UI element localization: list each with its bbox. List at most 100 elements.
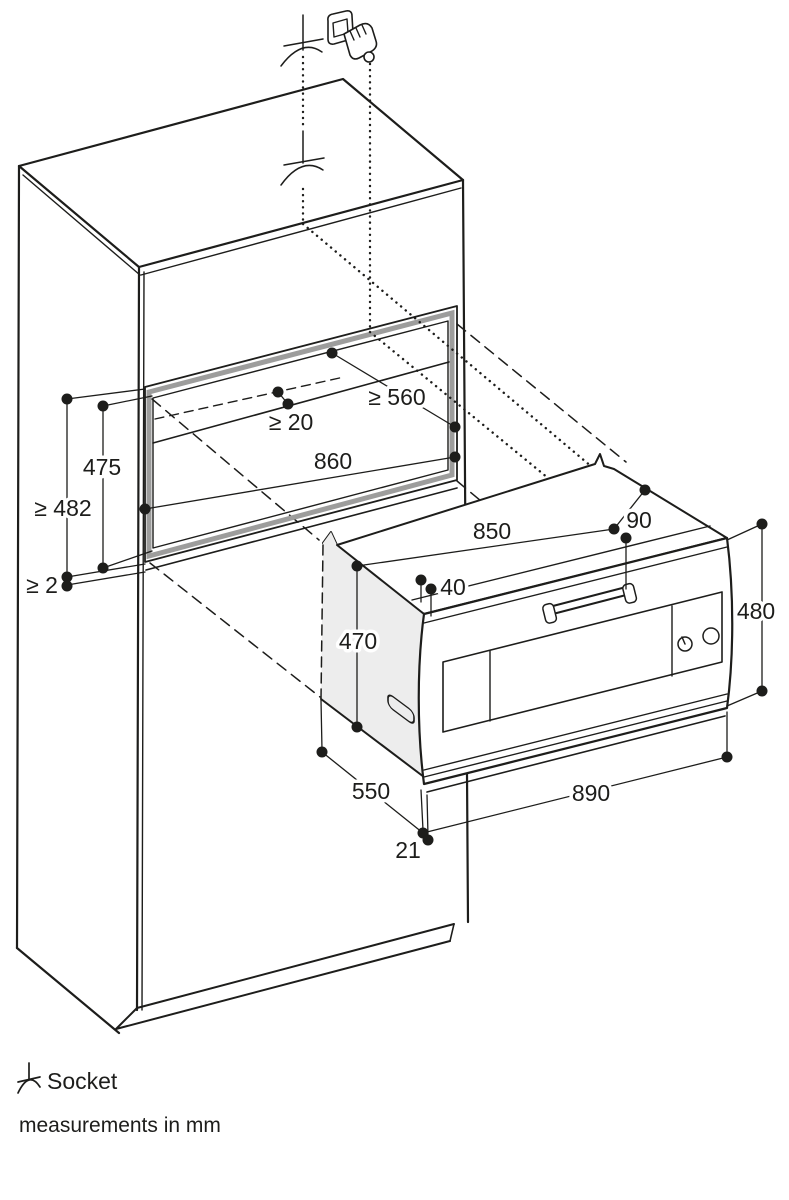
dim-line-550	[321, 751, 424, 834]
plinth-top-edge	[136, 923, 455, 1009]
dimension-dot	[449, 421, 461, 433]
dimension-dots	[61, 347, 768, 846]
plug-hatch	[349, 24, 367, 41]
dim-line-560	[331, 352, 456, 428]
dim-label-body-height: 470	[339, 628, 377, 654]
guide-top-right-dashed	[456, 323, 627, 463]
dimension-dot	[620, 532, 632, 544]
niche-back-wall-edge	[152, 361, 450, 444]
dimension-dot	[756, 518, 768, 530]
socket-symbol-icon	[280, 14, 324, 67]
tall-cabinet	[15, 77, 470, 1035]
niche-frame-highlight	[146, 309, 455, 560]
dimension-dot	[425, 583, 437, 595]
dimension-dot	[639, 484, 651, 496]
dimension-dot	[97, 400, 109, 412]
socket2-arc	[280, 164, 324, 186]
ext-850-right	[613, 489, 646, 530]
dimension-dot	[61, 571, 73, 583]
dim-label-body-width: 850	[473, 518, 511, 544]
cable-dotted-diag2	[368, 330, 550, 480]
dimension-dot	[316, 746, 328, 758]
dimension-dot	[61, 393, 73, 405]
cabinet-top-edge-band-front	[140, 187, 462, 276]
dimension-dot	[415, 574, 427, 586]
cabinet-top-edge-band-left	[22, 174, 141, 276]
dim-label-handle-offset: 90	[626, 507, 652, 533]
dim-line-890	[422, 756, 728, 834]
control-knob-pointer	[681, 636, 686, 645]
ext-480-bottom	[726, 690, 763, 707]
cabinet-front-left-edge	[135, 265, 141, 1012]
dimension-dot	[272, 386, 284, 398]
dim-label-door-width: 890	[572, 780, 610, 806]
dim-label-min-niche-height: ≥ 482	[34, 495, 91, 521]
niche	[144, 305, 458, 571]
socket2-bar	[283, 157, 325, 166]
dim-label-body-depth: 550	[352, 778, 390, 804]
oven-door-bottom-trim1	[423, 693, 728, 771]
plug-tip	[363, 51, 375, 63]
dimension-dot	[351, 721, 363, 733]
plinth-bottom-edge	[115, 940, 451, 1030]
dimension-dot	[608, 523, 620, 535]
dimension-dot	[139, 503, 151, 515]
ext-480-top	[726, 523, 763, 541]
dim-label-niche-width: 860	[314, 448, 352, 474]
dim-label-top-gap: 40	[440, 574, 466, 600]
ext-550-rear	[320, 699, 323, 751]
dimension-dot	[449, 451, 461, 463]
niche-inner-edge	[152, 320, 449, 549]
dimension-dot	[97, 562, 109, 574]
ext-2-bottom	[66, 571, 146, 586]
cable-path-dotted	[301, 55, 594, 480]
dim-label-niche-height: 475	[83, 454, 121, 480]
ext-21-a	[420, 789, 424, 831]
legend-socket-label: Socket	[47, 1068, 118, 1094]
handle-cap-left	[542, 602, 558, 624]
cabinet-side-bottom-edge	[15, 946, 121, 1035]
oven-rear-hidden-edge	[320, 544, 324, 700]
plug-body	[343, 22, 378, 60]
dimension-labels: ≥ 482 475 ≥ 2 860 ≥ 560 ≥ 20 850 90 40 4…	[23, 381, 779, 867]
dim-label-bottom-clearance: ≥ 2	[26, 572, 58, 598]
power-connection	[280, 10, 594, 480]
oven-door-top-trim	[423, 546, 728, 624]
dim-line-860	[144, 456, 456, 510]
control-knob-right	[702, 627, 720, 645]
dim-line-850	[356, 528, 615, 567]
oven-door-underside	[426, 715, 726, 793]
oven-door-bottom-trim2	[423, 700, 728, 778]
cabinet-back-left-edge	[15, 164, 21, 950]
dim-label-door-height: 480	[737, 598, 775, 624]
dimension-dot	[422, 834, 434, 846]
cable-dotted-diag1	[301, 222, 594, 469]
dimension-lines	[66, 352, 763, 837]
guide-bottom-left-dashed	[149, 562, 321, 698]
ext-475-top	[102, 395, 153, 407]
niche-lower-cut-edge	[145, 487, 458, 571]
dimension-dot	[282, 398, 294, 410]
dimension-dot	[756, 685, 768, 697]
cabinet-front-left-edge-inner	[141, 271, 145, 1011]
dim-label-rear-clearance: ≥ 20	[269, 409, 314, 435]
oven-side-vent	[387, 694, 415, 724]
units-note: measurements in mm	[19, 1114, 221, 1137]
dim-label-niche-depth: ≥ 560	[368, 384, 425, 410]
ext-21-b	[426, 794, 429, 837]
ext-475-bottom	[102, 550, 153, 569]
ext-482-top	[66, 388, 146, 400]
oven-side-panel	[321, 532, 424, 777]
niche-clearance-hidden-edge	[154, 376, 345, 420]
dimension-dot	[326, 347, 338, 359]
plinth-right-step	[449, 923, 455, 942]
socket-arc	[280, 46, 323, 67]
dim-label-door-protrusion: 21	[395, 837, 421, 863]
legend-socket-arc	[17, 1079, 41, 1094]
handle-bar-bottom	[548, 593, 631, 616]
control-knob-left	[677, 636, 693, 652]
oven	[320, 453, 734, 793]
oven-door-window	[442, 591, 723, 733]
